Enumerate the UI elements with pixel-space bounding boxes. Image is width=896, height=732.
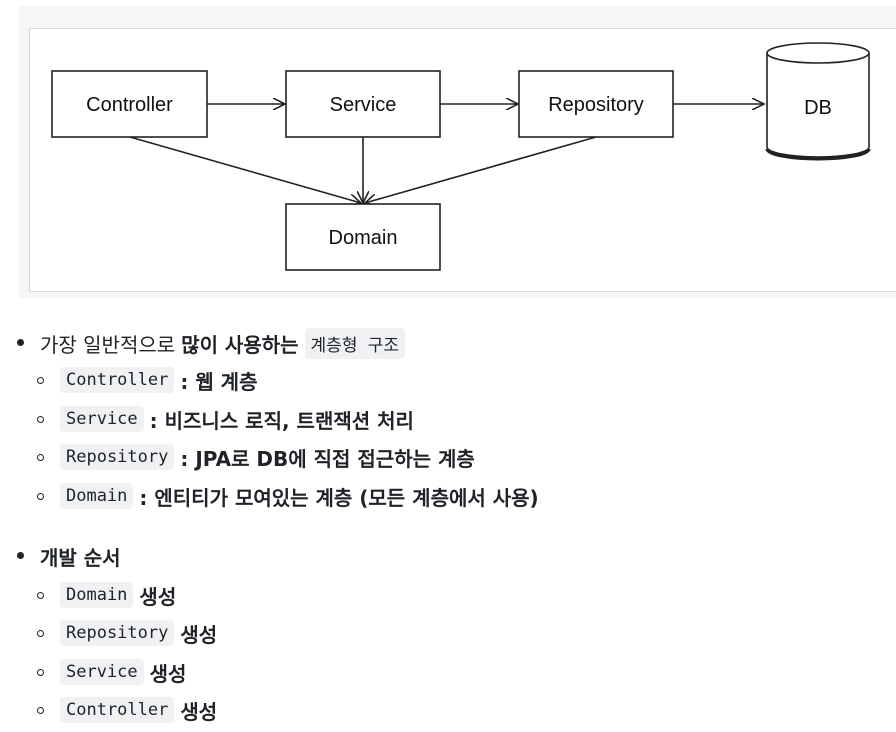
order-item-repository: Repository 생성 <box>60 617 217 649</box>
layer-code: Repository <box>60 444 175 470</box>
repository-box: Repository <box>518 70 674 138</box>
intro-code: 계층형 구조 <box>304 327 405 359</box>
sublist-bullet <box>37 592 44 599</box>
layer-item-controller: Controller : 웹 계층 <box>60 364 257 396</box>
order-text: 생성 <box>180 622 218 647</box>
order-item-service: Service 생성 <box>60 656 186 688</box>
order-item-domain: Domain 생성 <box>60 579 176 611</box>
order-code: Service <box>60 659 144 685</box>
sublist-bullet <box>37 454 44 461</box>
dev-order-title: 개발 순서 <box>40 545 121 570</box>
order-item-controller: Controller 생성 <box>60 694 217 726</box>
layer-item-service: Service : 비즈니스 로직, 트랜잭션 처리 <box>60 403 414 435</box>
intro-bold: 많이 사용하는 <box>181 332 299 357</box>
layer-description: : JPA로 DB에 직접 접근하는 계층 <box>180 446 475 471</box>
sublist-bullet <box>37 493 44 500</box>
controller-box: Controller <box>51 70 208 138</box>
architecture-diagram: Controller Service Repository Domain DB <box>51 42 871 271</box>
sublist-bullet <box>37 630 44 637</box>
layer-code: Domain <box>60 483 134 509</box>
layer-description: : 비즈니스 로직, 트랜잭션 처리 <box>149 408 414 433</box>
order-text: 생성 <box>139 584 177 609</box>
order-text: 생성 <box>149 661 187 686</box>
order-code: Repository <box>60 620 175 646</box>
sublist-bullet <box>37 707 44 714</box>
list-bullet <box>17 552 24 559</box>
sublist-bullet <box>37 416 44 423</box>
list-item-dev-order: 개발 순서 <box>40 540 121 572</box>
service-box: Service <box>285 70 441 138</box>
architecture-figure-frame: Controller Service Repository Domain DB <box>29 28 896 292</box>
sublist-bullet <box>37 377 44 384</box>
db-cylinder: DB <box>765 42 871 161</box>
sublist-bullet <box>37 669 44 676</box>
order-code: Domain <box>60 582 134 608</box>
architecture-figure: Controller Service Repository Domain DB <box>19 6 896 298</box>
intro-prefix: 가장 일반적으로 <box>40 332 176 357</box>
order-text: 생성 <box>180 699 218 724</box>
layer-description: : 엔티티가 모여있는 계층 (모든 계층에서 사용) <box>139 485 539 510</box>
layer-code: Service <box>60 406 144 432</box>
controller-label: Controller <box>86 94 173 116</box>
layer-code: Controller <box>60 367 175 393</box>
layer-item-domain: Domain : 엔티티가 모여있는 계층 (모든 계층에서 사용) <box>60 480 539 512</box>
db-label: DB <box>804 97 832 119</box>
arrow-repository-domain <box>365 136 597 203</box>
layer-item-repository: Repository : JPA로 DB에 직접 접근하는 계층 <box>60 441 475 473</box>
repository-label: Repository <box>548 94 644 116</box>
domain-box: Domain <box>285 203 441 271</box>
domain-label: Domain <box>329 227 398 249</box>
arrow-controller-domain <box>129 136 361 203</box>
service-label: Service <box>330 94 397 116</box>
list-bullet <box>17 339 24 346</box>
layer-description: : 웹 계층 <box>180 369 258 394</box>
order-code: Controller <box>60 697 175 723</box>
list-item-layered-structure: 가장 일반적으로 많이 사용하는 계층형 구조 <box>40 327 405 359</box>
